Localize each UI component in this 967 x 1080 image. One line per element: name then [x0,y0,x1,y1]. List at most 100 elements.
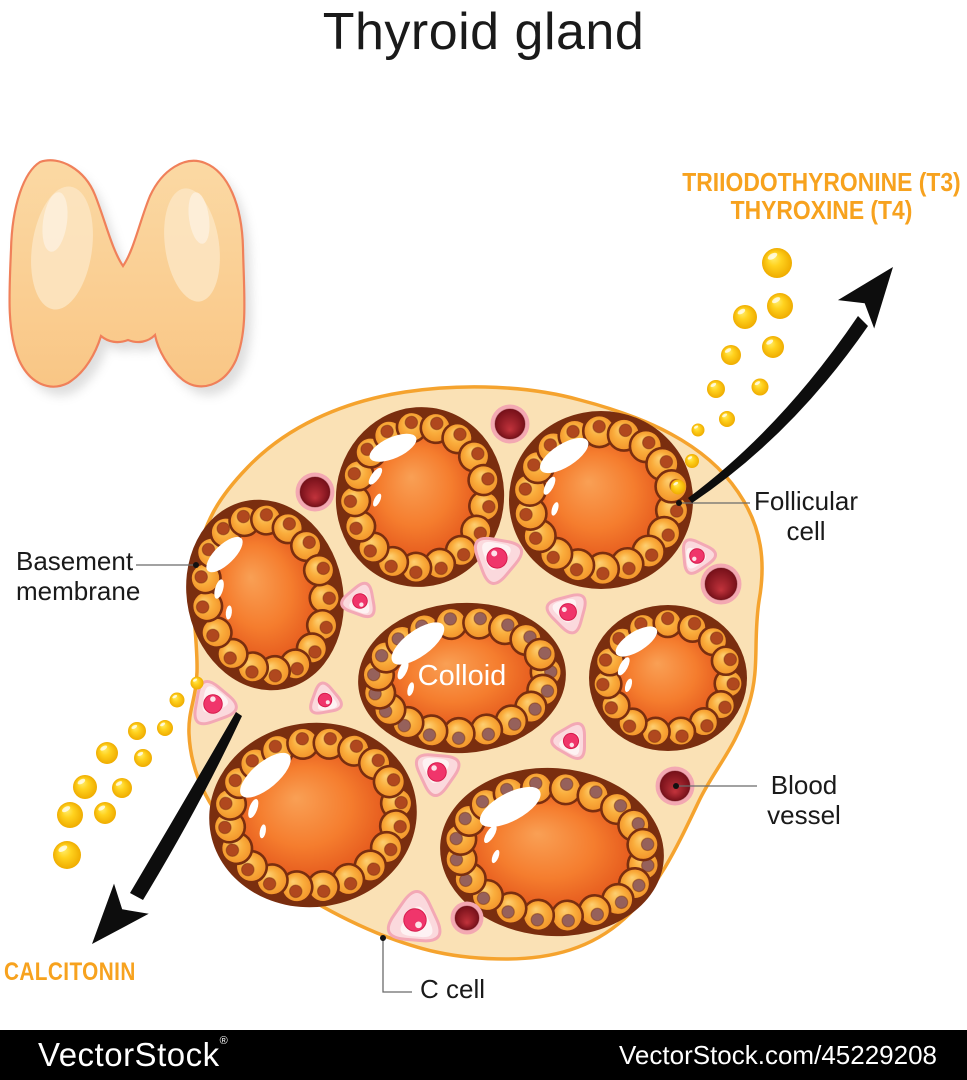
cell-nucleus [622,561,636,576]
cell-nucleus [206,628,220,643]
follicle [335,407,505,587]
cell-nucleus [404,415,419,430]
follicle [589,605,747,751]
cell-nucleus [537,646,552,660]
label-blood-line1: Blood [770,770,838,800]
cell-nucleus [443,612,458,626]
colloid-highlight [540,437,589,474]
hormone-dot [762,248,792,278]
cell-nucleus [596,677,610,692]
cell-nucleus [374,648,389,663]
label-follicular-line2: cell [786,516,826,546]
cell-nucleus [288,884,303,899]
cell-nucleus [322,591,337,605]
cell-nucleus [380,424,394,439]
cell-nucleus [371,753,386,768]
cell-nucleus [236,509,251,524]
cell-nucleus [349,521,363,536]
hormone-dot [157,720,173,736]
cell-nucleus [596,566,610,581]
blood-vessel [490,404,530,444]
c-cell-nucleus [203,694,223,714]
cell-nucleus [700,719,714,733]
c-cell [550,722,586,760]
cell-nucleus [218,820,232,835]
cell-nucleus [228,773,243,788]
t3-t4-secretion-dots [670,248,793,495]
cell-nucleus [195,600,210,614]
cell-nucleus [290,661,305,676]
cell-nucleus [632,878,646,893]
cell-nucleus [302,535,316,550]
cell-nucleus [223,651,237,665]
cell-nucleus [268,739,283,754]
c-cell-leader [380,935,412,993]
hormone-dot [169,692,185,708]
cell-nucleus [308,645,322,659]
calcitonin-secretion-dots [53,676,204,869]
cell-nucleus [526,458,541,472]
hormone-dot [53,841,81,869]
cell-nucleus [661,528,676,542]
cell-nucleus [343,876,358,891]
c-cell [681,538,718,575]
label-follicular-cell: Follicular cell [741,486,871,546]
label-c-cell: C cell [420,974,486,1004]
cell-nucleus [530,912,545,927]
cell-nucleus [316,561,331,576]
basement-membrane-leader [136,562,199,568]
cell-nucleus [561,913,576,928]
cell-nucleus [240,862,255,877]
follicle [509,411,693,589]
cell-nucleus [456,547,471,562]
label-basement-line2: membrane [16,576,141,606]
cell-nucleus [559,777,574,792]
cell-nucleus [501,618,515,632]
cell-nucleus [383,842,398,857]
cell-nucleus [528,531,543,546]
cell-nucleus [501,905,515,919]
cell-nucleus [543,438,558,452]
hormone-dot [767,293,793,319]
label-basement-membrane: Basement membrane [16,546,140,606]
c-cell [386,890,442,943]
cell-nucleus [476,891,491,906]
cell-nucleus [219,796,233,811]
t3-t4-arrow [688,267,893,503]
cell-nucleus [659,454,674,469]
c-cell-nucleus [562,732,580,750]
page-title: Thyroid gland [322,3,645,61]
label-t3: TRIIODOTHYRONINE (T3) [682,167,961,197]
cell-nucleus [613,798,628,813]
cell-nucleus [384,559,398,574]
cell-nucleus [723,652,738,667]
colloid-highlight [240,752,291,798]
cell-nucleus [675,729,689,743]
hormone-dot [190,676,204,690]
hormone-dot [73,775,97,799]
cell-nucleus [295,731,310,746]
cell-nucleus [618,423,633,438]
thyroid-gland-illustration [8,159,252,396]
hormone-dot [57,802,83,828]
c-cell [414,753,461,797]
label-t4: THYROXINE (T4) [730,195,913,225]
c-cell [193,679,238,726]
cell-nucleus [225,843,240,857]
vectorstock-logo-text: VectorStock [38,1036,220,1073]
hormone-dot [719,411,735,427]
follicle [440,767,664,937]
watermark-bar: VectorStock® VectorStock.com/45229208 [0,1030,967,1080]
cell-nucleus [481,472,495,486]
cell-nucleus [201,542,216,557]
cell-nucleus [669,504,684,518]
cell-nucleus [475,794,490,809]
hormone-dot [670,479,686,495]
c-cell [545,593,587,635]
colloid-highlight [479,786,541,828]
cell-nucleus [434,561,448,576]
colloid-highlight [615,626,658,657]
cell-nucleus [386,773,401,787]
cell-nucleus [453,427,467,442]
colloid-highlight [369,433,417,462]
